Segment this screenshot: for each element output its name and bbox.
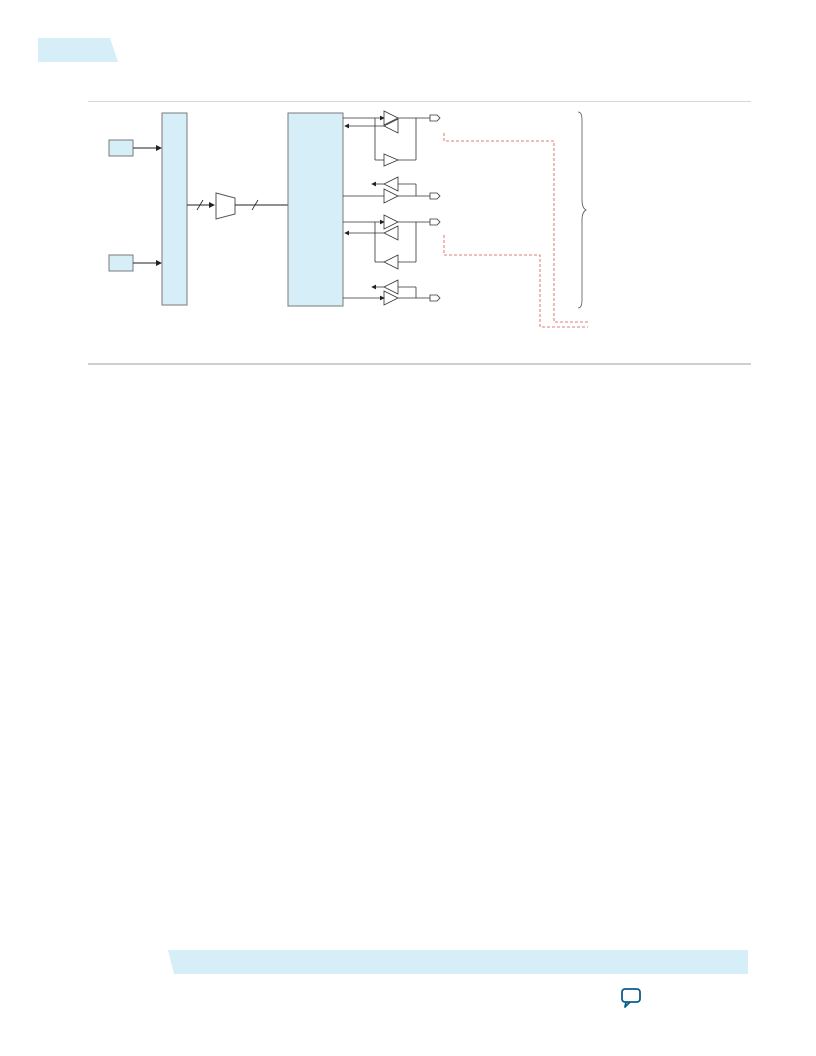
right-column-block	[287, 112, 344, 307]
input-block-top	[108, 139, 134, 157]
block-diagram	[108, 110, 588, 328]
dashed-boundary-inner	[443, 235, 588, 328]
curly-brace	[577, 111, 587, 309]
buffer-group-1	[343, 110, 441, 167]
bus-slash-1	[196, 199, 204, 211]
speech-bubble-icon[interactable]	[620, 988, 642, 1008]
buffer-group-3	[343, 214, 441, 270]
buffer-group-4	[343, 279, 441, 306]
dashed-boundary-outer	[443, 133, 588, 323]
bus-slash-2	[251, 199, 259, 211]
figure-top-rule	[88, 101, 751, 102]
footer-bar	[168, 950, 748, 974]
input-block-bottom	[108, 254, 134, 272]
figure-bottom-rule	[88, 363, 751, 365]
mux-shape	[215, 192, 236, 220]
buffer-group-2	[343, 176, 441, 204]
header-tab	[38, 38, 118, 62]
left-column-block	[161, 112, 188, 306]
